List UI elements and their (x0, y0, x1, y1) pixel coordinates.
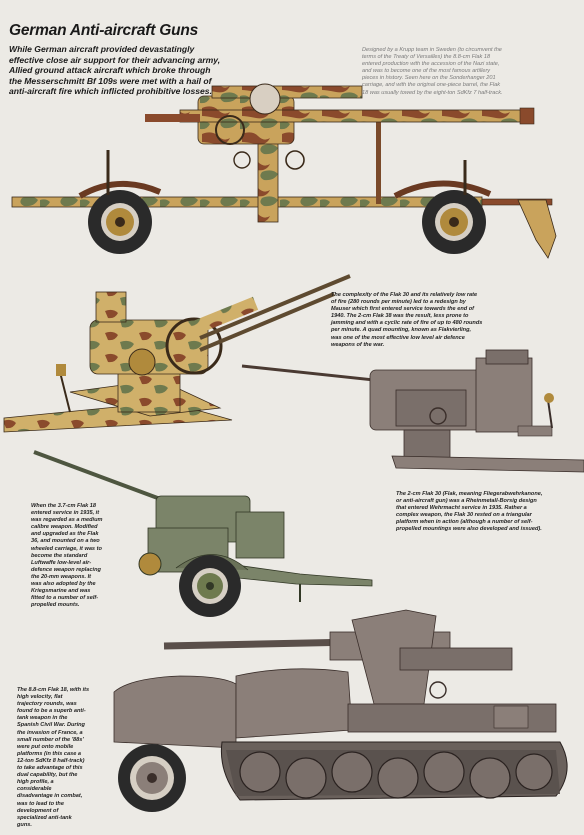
caption-line: was regarded as a medium (31, 517, 103, 524)
caption-line: or anti-aircraft gun) was a Rheinmetall-… (396, 498, 537, 505)
caption-line: jamming and with a cyclic rate of fire o… (331, 320, 483, 327)
caption-line: the invasion of France, a (17, 729, 83, 736)
caption-line: Mauser which first entered service towar… (331, 306, 474, 313)
caption-line: tank weapon in the (17, 715, 68, 722)
caption-line: 18 was usually towed by the eight-ton Sd… (362, 89, 503, 96)
caption-line: specialized anti-tank (17, 814, 72, 821)
caption-line: complex weapon, the Flak 30 rested on a … (396, 512, 532, 519)
caption-line: Spanish Civil War. During (17, 722, 85, 729)
caption-line: small number of the '88s' (17, 736, 84, 743)
caption-sdkfz8: The 8.8-cm Flak 18, with its high veloci… (17, 687, 113, 829)
flak18-rear-wheel (422, 190, 486, 254)
caption-line: that entered Wehrmacht service in 1935. … (396, 505, 527, 512)
caption-line: high profile, a (17, 779, 54, 786)
caption-line: 12-ton SdKfz 8 half-track) (17, 757, 85, 764)
caption-line: the 20-mm weapons. It (31, 573, 91, 580)
caption-line: terms of the Treaty of Versailles) the 8… (362, 54, 491, 61)
flak36-wheel (179, 555, 241, 617)
caption-line: of fire (280 rounds per minute) led to a… (331, 299, 466, 306)
caption-line: When the 3.7-cm Flak 18 (31, 503, 96, 509)
caption-line: was one of the most effective low level … (331, 334, 465, 341)
flak18-88mm-illustration (11, 83, 557, 259)
caption-line: was to lead to the (17, 800, 64, 807)
caption-line: dual capability, but the (17, 772, 78, 779)
flak36-illustration (33, 450, 373, 617)
caption-flakvierling: The complexity of the Flak 30 and its re… (331, 292, 547, 349)
caption-line: was also adopted by the (31, 581, 96, 588)
caption-line: calibre weapon. Modified (31, 524, 98, 531)
caption-line: The 8.8-cm Flak 18, with its (17, 687, 90, 693)
caption-line: considerable (17, 786, 52, 793)
caption-flak30: The 2-cm Flak 30 (Flak, meaning Fliegera… (396, 491, 582, 534)
caption-line: Designed by a Krupp team in Sweden (to c… (362, 47, 502, 53)
caption-line: development of (17, 807, 59, 814)
caption-line: defence weapon replacing (31, 566, 101, 573)
flakvierling38-illustration (3, 274, 351, 433)
caption-line: wheeled carriage, it was to (31, 545, 102, 552)
caption-line: propelled mountings were also developed … (396, 526, 542, 533)
sdkfz8-roadwheels (239, 751, 553, 799)
caption-line: propelled mounts. (31, 602, 80, 609)
caption-line: become the standard (31, 552, 88, 559)
caption-line: Luftwaffe low-level air- (31, 559, 92, 566)
caption-line: The complexity of the Flak 30 and its re… (331, 292, 478, 298)
caption-line: Kriegsmarine and was (31, 588, 91, 595)
page-title: German Anti-aircraft Guns (9, 22, 199, 39)
caption-line: carriage, and with the original one-piec… (362, 82, 501, 89)
caption-line: were put onto mobile (17, 743, 74, 750)
flak18-front-wheel (88, 190, 152, 254)
caption-line: and upgraded as the Flak (31, 531, 99, 538)
caption-line: entered service in 1935, it (31, 510, 100, 517)
caption-line: high velocity, flat (17, 694, 63, 701)
caption-line: trajectory rounds, was (17, 701, 77, 708)
caption-flak36: When the 3.7-cm Flak 18 entered service … (31, 503, 135, 609)
caption-line: to take advantage of this (17, 765, 83, 772)
caption-line: disadvantage in combat, (17, 793, 83, 800)
caption-line: per minute. A quad mounting, known as Fl… (331, 327, 472, 334)
caption-line: 36, and mounted on a two (31, 538, 100, 545)
caption-line: found to be a superb anti- (17, 708, 86, 715)
flak30-illustration (241, 349, 584, 473)
caption-line: platforms (in this case a (17, 750, 82, 757)
sdkfz8-flak18-illustration (113, 609, 568, 812)
caption-line: fitted to a number of self- (31, 595, 99, 602)
caption-line: guns. (17, 821, 32, 828)
caption-line: 1940. The 2-cm Flak 38 was the result, l… (331, 313, 469, 320)
caption-line: entered production with the accession of… (362, 61, 500, 68)
caption-line: and was to become one of the most famous… (362, 68, 491, 75)
caption-line: pieces in history. Seen here on the Sond… (362, 75, 496, 82)
caption-line: platform when in action (although a numb… (396, 519, 533, 526)
caption-line: The 2-cm Flak 30 (Flak, meaning Fliegera… (396, 491, 543, 497)
caption-line: weapons of the war. (331, 341, 385, 348)
caption-flak18: Designed by a Krupp team in Sweden (to c… (362, 47, 578, 97)
sdkfz8-front-wheel (118, 744, 186, 812)
intro-paragraph: While German aircraft provided devastati… (9, 44, 221, 97)
